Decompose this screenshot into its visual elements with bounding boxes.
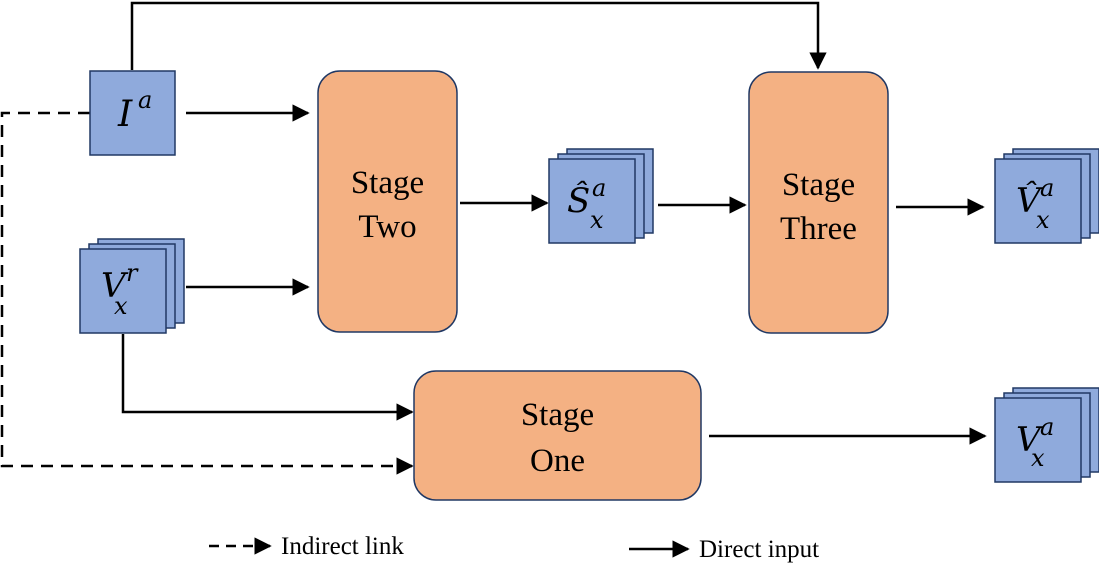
- legend-indirect-label: Indirect link: [281, 533, 404, 560]
- output-vxa-sub: x: [1031, 444, 1045, 472]
- stage-two-box: Stage Two: [317, 70, 458, 333]
- legend-direct-label: Direct input: [699, 536, 819, 563]
- output-vxa-base: V: [1016, 420, 1044, 460]
- stage-three-box: Stage Three: [748, 71, 889, 334]
- stage-one-label-line1: Stage: [521, 397, 594, 433]
- connector-vxr-to-stage-one: [121, 334, 414, 421]
- stage-three-label-line1: Stage: [782, 167, 855, 203]
- input-ia-sup: a: [138, 86, 152, 114]
- output-s-hat-base: Ŝ: [567, 180, 590, 221]
- stage-two-label-line1: Stage: [351, 165, 424, 201]
- input-vxr-stack: V r x: [79, 238, 185, 334]
- output-s-hat-sup: a: [592, 174, 606, 202]
- output-v-hat-sub: x: [1036, 206, 1050, 234]
- stage-one-box: Stage One: [413, 370, 702, 501]
- stage-one-label-line2: One: [530, 443, 585, 479]
- output-v-hat-base: V̂: [1016, 180, 1044, 221]
- connector-ia-to-stage-three: [130, 1, 827, 70]
- input-vxr-base: V: [101, 266, 129, 306]
- input-vxr-sup: r: [126, 259, 139, 287]
- output-s-hat-stack: Ŝ a x: [548, 148, 654, 244]
- stage-three-label-line2: Three: [780, 211, 857, 247]
- output-v-hat-sup: a: [1040, 174, 1054, 202]
- output-s-hat-sub: x: [590, 206, 604, 234]
- connector-indirect-ia-to-stage-one: [0, 111, 414, 475]
- stage-two-label-line2: Two: [358, 209, 416, 245]
- legend: Indirect link Direct input: [209, 533, 819, 563]
- output-v-hat-stack: V̂ a x: [994, 148, 1099, 244]
- input-ia-base: I: [117, 94, 133, 135]
- input-ia: I a: [89, 70, 176, 156]
- input-vxr-sub: x: [114, 292, 128, 320]
- output-vxa-stack: V a x: [994, 387, 1099, 483]
- output-vxa-sup: a: [1040, 413, 1054, 441]
